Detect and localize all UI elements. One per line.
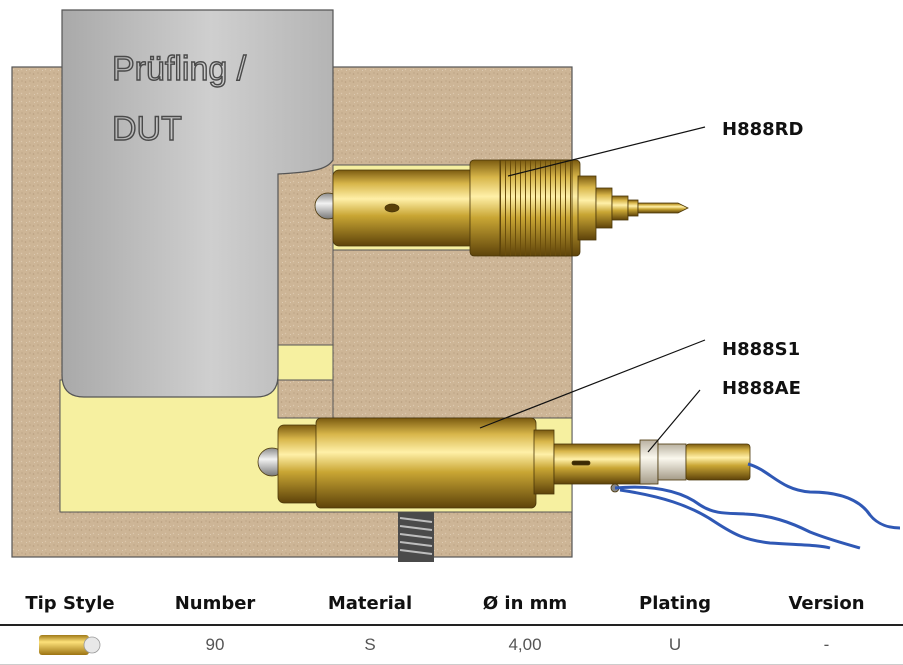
probe-h888rd	[314, 159, 689, 257]
receptacle-h888ae	[553, 439, 751, 493]
dut-label-line2: DUT	[112, 110, 182, 148]
header-diameter: Ø in mm	[450, 582, 600, 626]
dut-part: Prüfling / DUT	[61, 9, 334, 398]
table-row: 90 S 4,00 U -	[0, 625, 903, 665]
spec-table: Tip Style Number Material Ø in mm Platin…	[0, 582, 903, 665]
fixture-divider	[332, 249, 573, 419]
cell-number: 90	[140, 625, 290, 665]
leader-lines	[479, 126, 706, 453]
cell-version: -	[750, 625, 903, 665]
cell-material: S	[290, 625, 450, 665]
cell-tip-style	[0, 625, 140, 665]
gold-tip-icon	[39, 635, 101, 655]
header-version: Version	[750, 582, 903, 626]
label-h888s1: H888S1	[722, 339, 800, 360]
cell-diameter: 4,00	[450, 625, 600, 665]
header-plating: Plating	[600, 582, 750, 626]
probe-wires	[614, 462, 901, 550]
cell-plating: U	[600, 625, 750, 665]
header-number: Number	[140, 582, 290, 626]
spring-screw	[398, 512, 434, 562]
table-header-row: Tip Style Number Material Ø in mm Platin…	[0, 582, 903, 626]
probe-h888s1	[257, 417, 555, 509]
label-h888ae: H888AE	[722, 378, 801, 399]
dut-label-line1: Prüfling /	[112, 50, 247, 88]
header-tip-style: Tip Style	[0, 582, 140, 626]
label-h888rd: H888RD	[722, 119, 803, 140]
header-material: Material	[290, 582, 450, 626]
test-fixture-diagram: Prüfling / DUT	[11, 9, 901, 562]
